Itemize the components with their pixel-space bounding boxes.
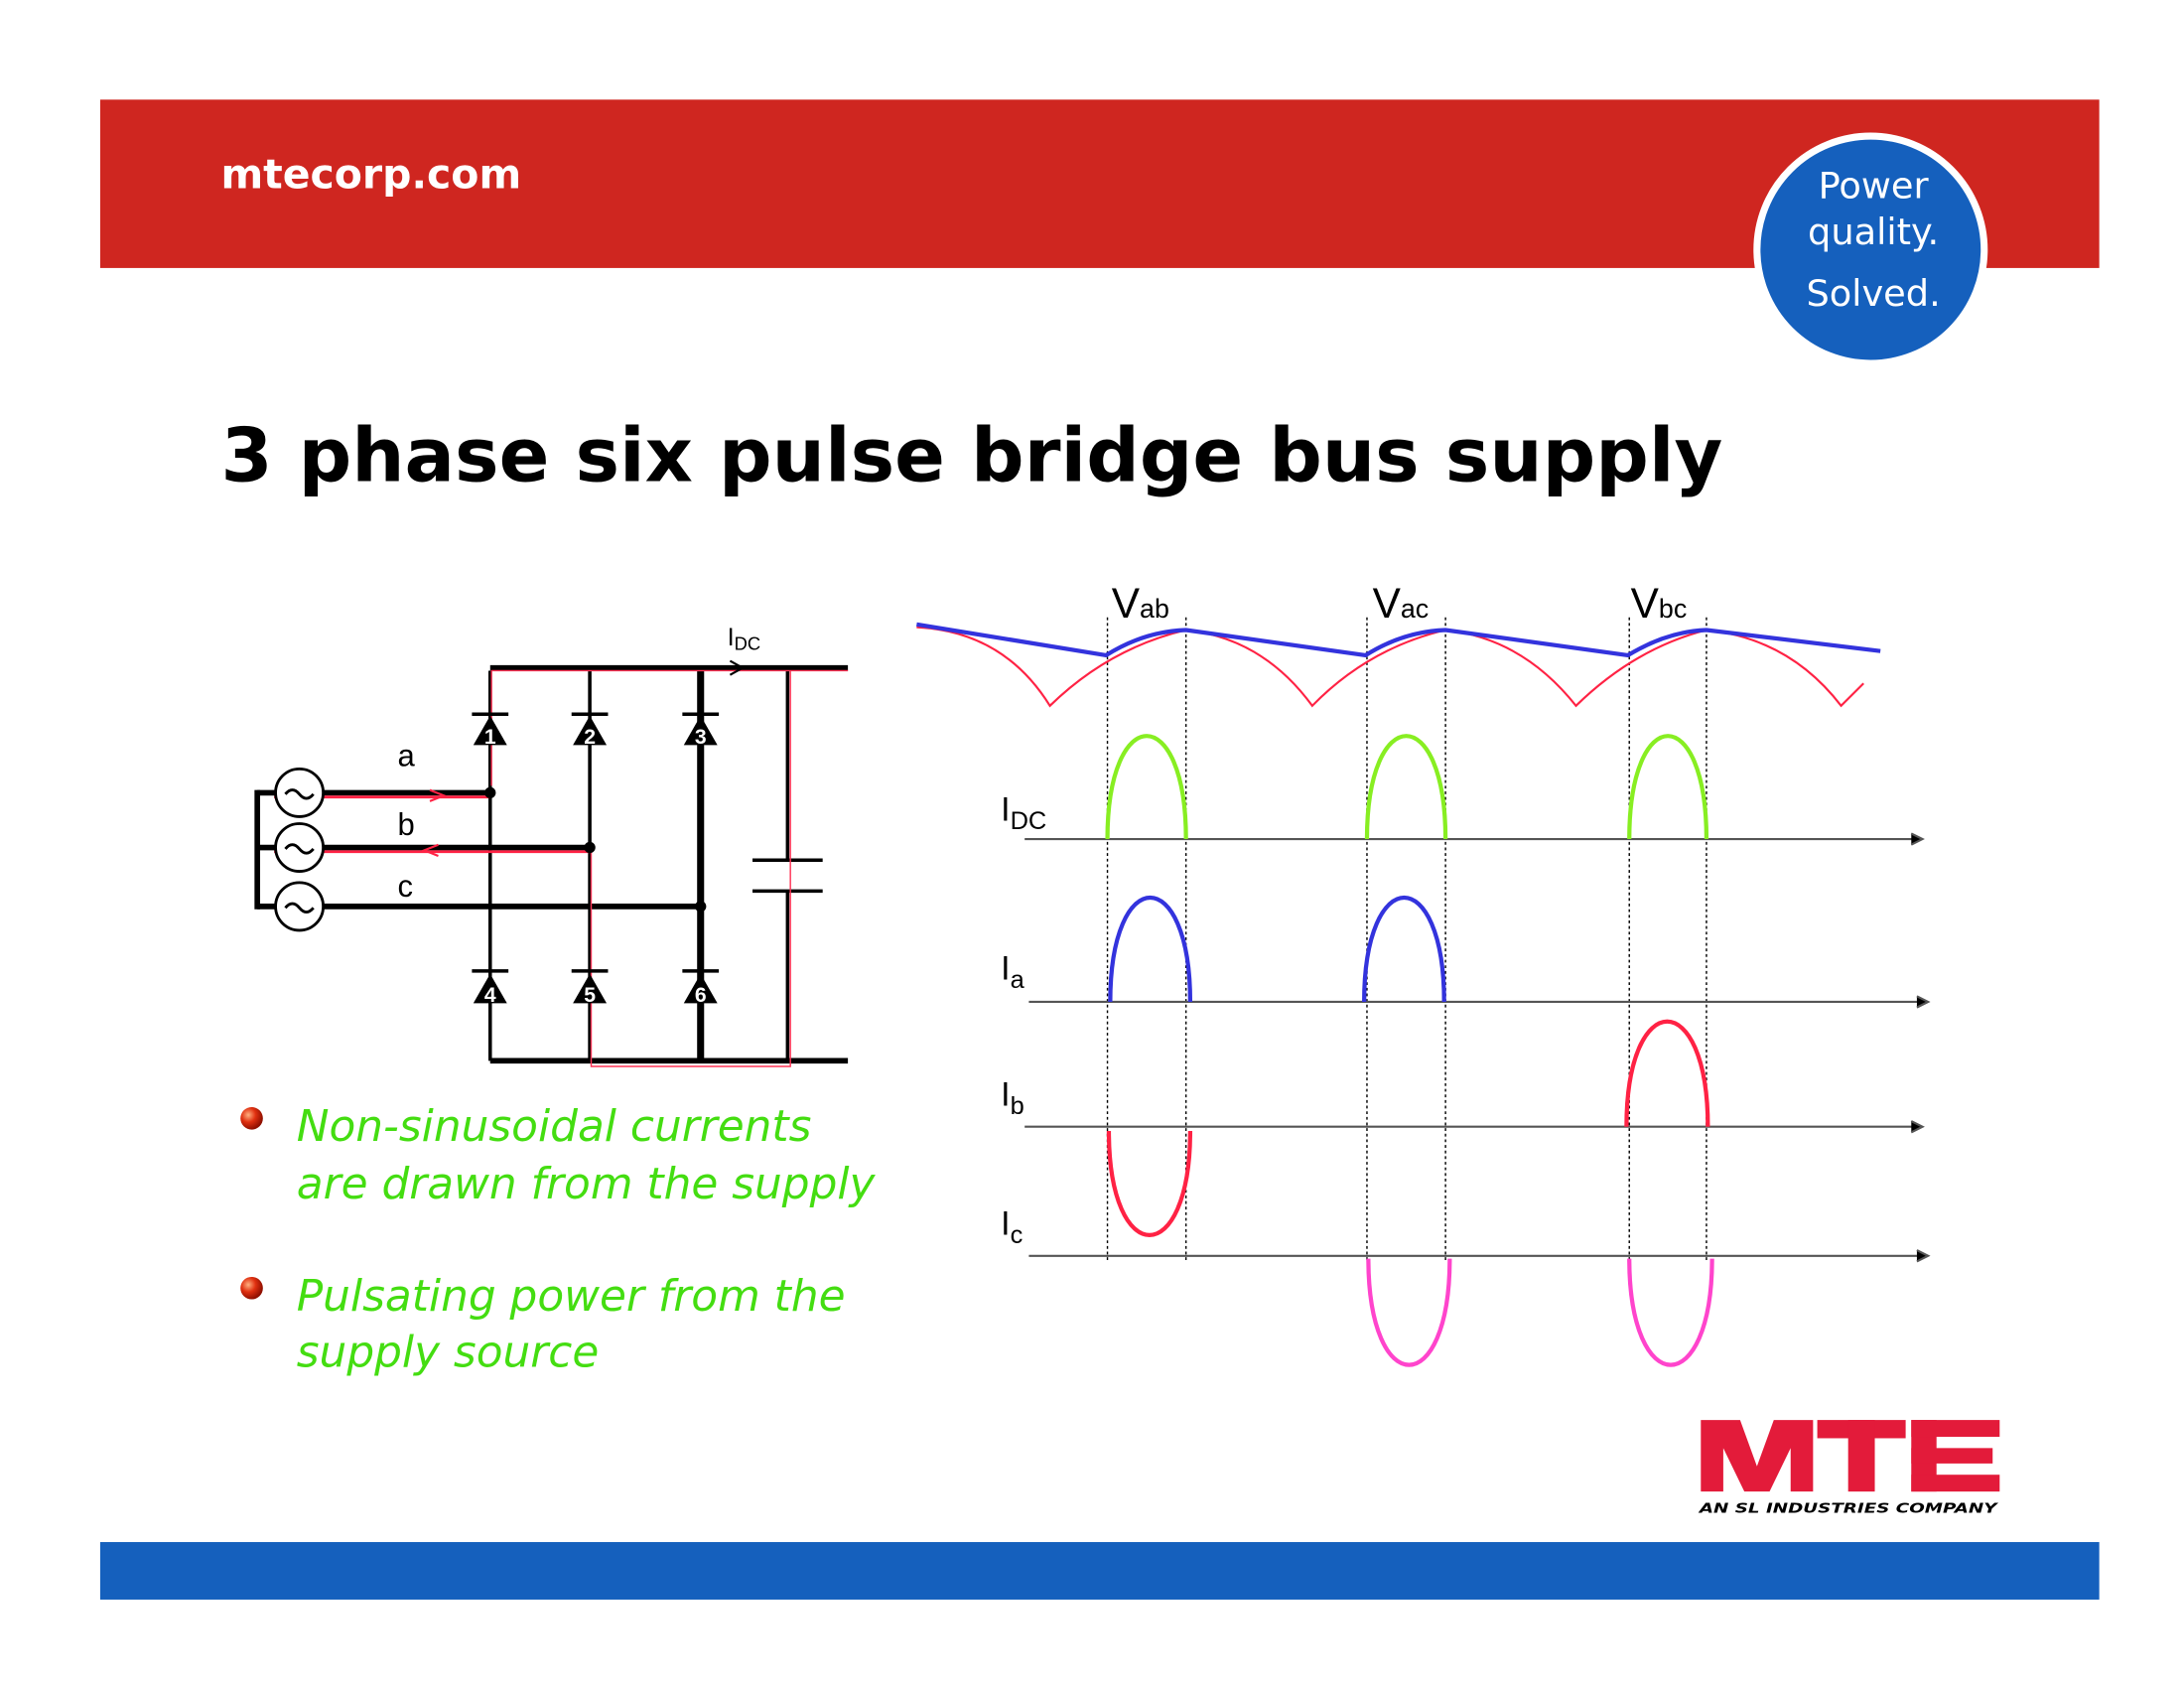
bullet-list: Non-sinusoidal currents are drawn from t… (240, 1101, 877, 1377)
idc-label: IDC (728, 624, 761, 653)
svg-text:4: 4 (484, 984, 496, 1007)
bullet-text: are drawn from the supply (297, 1159, 877, 1209)
phase-label-b: b (397, 807, 414, 842)
ia-trace-label: Ia (1001, 949, 1024, 993)
svg-text:6: 6 (695, 984, 707, 1007)
ic-pulse-neg (1106, 1130, 1193, 1238)
waveform-labels: Vab Vac Vbc IDC Ia Ib Ic (1001, 580, 1687, 1249)
svg-text:5: 5 (584, 984, 596, 1007)
bridge-circuit (254, 659, 849, 1067)
waveform-plot (916, 617, 1931, 1367)
page-title: 3 phase six pulse bridge bus supply (220, 412, 1722, 499)
diode-1: 1 (472, 712, 509, 749)
ib-pulse (1624, 1019, 1710, 1127)
idc-trace-label: IDC (1001, 791, 1046, 835)
bullet-text: Pulsating power from the (297, 1271, 846, 1322)
bullet-text: Non-sinusoidal currents (297, 1101, 812, 1152)
mte-logo: AN SL INDUSTRIES COMPANY (1699, 1420, 2000, 1516)
bullet-text: supply source (297, 1327, 600, 1377)
bullet-icon (240, 1106, 263, 1130)
badge-line: Solved. (1806, 272, 1940, 315)
footer-band (99, 1542, 2100, 1600)
diode-3: 3 (682, 712, 720, 749)
svg-text:2: 2 (584, 726, 596, 749)
ic-trace-label: Ic (1001, 1205, 1023, 1249)
website-text: mtecorp.com (220, 150, 521, 198)
bullet-icon (240, 1276, 263, 1300)
diodes: 1 2 3 4 5 6 (472, 712, 720, 1007)
diode-4: 4 (472, 969, 509, 1007)
svg-text:1: 1 (484, 726, 496, 749)
vbc-label: Vbc (1631, 580, 1688, 627)
vab-label: Vab (1112, 580, 1169, 627)
phase-label-a: a (397, 739, 415, 774)
phase-label-c: c (397, 869, 413, 904)
line-voltage-ripple (916, 626, 1864, 708)
dc-bus-envelope (916, 622, 1881, 658)
ib-trace-label: Ib (1001, 1076, 1024, 1120)
dotted-guides (1106, 617, 1707, 1263)
ia-pulses (1108, 896, 1446, 1002)
logo-tagline: AN SL INDUSTRIES COMPANY (1699, 1501, 1999, 1516)
ic-pulses-magenta (1366, 1258, 1714, 1367)
diode-2: 2 (571, 712, 609, 749)
idc-pulses (1105, 734, 1709, 840)
badge-line: quality. (1808, 211, 1939, 253)
diode-5: 5 (571, 969, 609, 1007)
vac-label: Vac (1373, 580, 1430, 627)
svg-text:3: 3 (695, 726, 707, 749)
axes (1024, 832, 1931, 1263)
power-quality-badge: Power quality. Solved. (1753, 132, 1988, 367)
diode-6: 6 (682, 969, 720, 1007)
logo-lettering (1701, 1420, 2000, 1492)
badge-line: Power (1819, 164, 1930, 207)
